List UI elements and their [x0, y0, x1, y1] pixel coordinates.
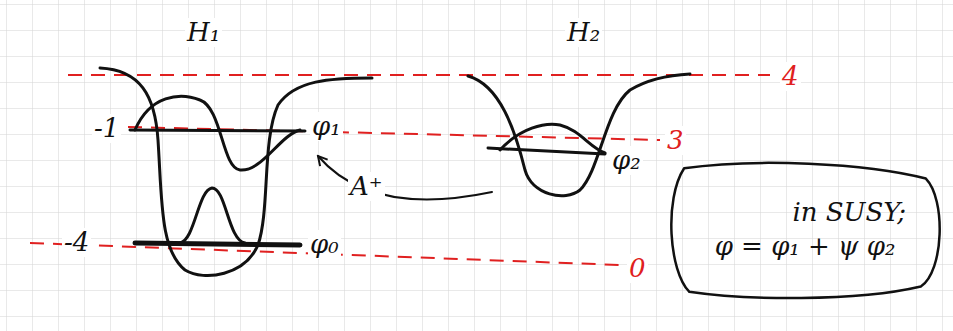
bubble-outline-path: [671, 163, 939, 298]
state-label: φ₁: [310, 112, 343, 141]
energy-levels: [30, 75, 770, 265]
operator-label: A⁺: [348, 172, 385, 201]
hamiltonian-label: H₁: [185, 18, 222, 47]
energy-level-number: 0: [627, 254, 648, 283]
formula: φ = φ₁ + ψ φ₂: [715, 230, 896, 264]
state-label: φ₀: [308, 230, 341, 259]
energy-value: -1: [92, 114, 121, 143]
note-bubble: in SUSY;φ = φ₁ + ψ φ₂: [664, 158, 946, 302]
energy-value: -4: [62, 228, 91, 257]
wells-and-waves: [100, 68, 690, 276]
energy-level-number: 3: [665, 126, 686, 155]
bubble-content: in SUSY;φ = φ₁ + ψ φ₂: [664, 158, 946, 302]
energy-level-number: 4: [780, 62, 801, 91]
bubble-outline: [664, 158, 946, 302]
hamiltonian-label: H₂: [565, 18, 602, 47]
state-label: φ₂: [610, 146, 643, 175]
note-heading: in SUSY;: [792, 196, 906, 230]
